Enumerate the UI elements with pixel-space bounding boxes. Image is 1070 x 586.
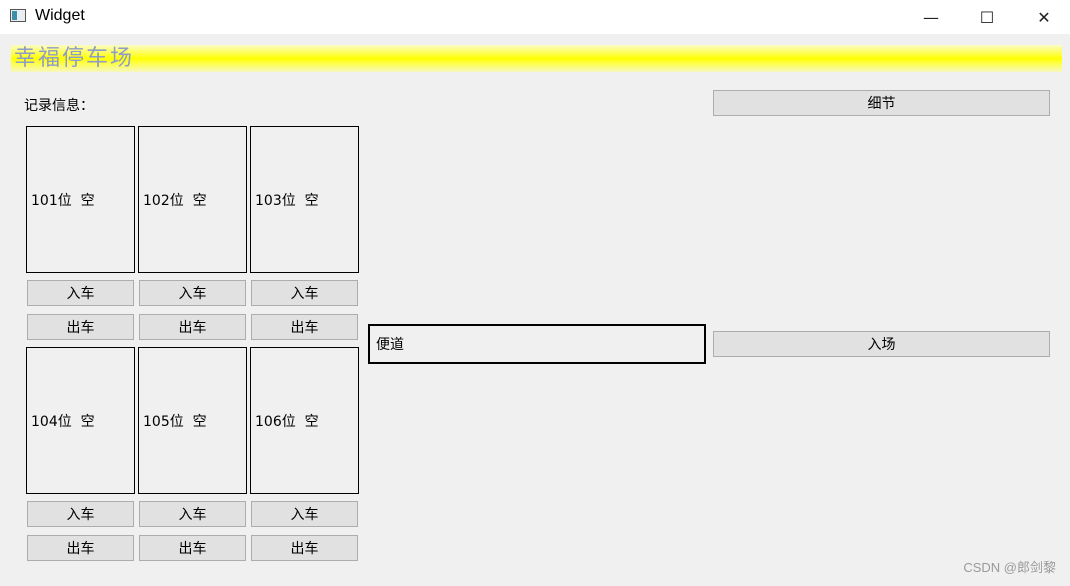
enter-button-103[interactable]: 入车 [251,280,358,306]
close-button[interactable]: ✕ [1037,7,1051,27]
exit-button-105[interactable]: 出车 [139,535,246,561]
parking-slot-101: 101位 空 [26,126,135,273]
exit-button-102[interactable]: 出车 [139,314,246,340]
parking-slot-104: 104位 空 [26,347,135,494]
aisle-lane: 便道 [368,324,706,364]
enter-button-102[interactable]: 入车 [139,280,246,306]
parking-slot-105: 105位 空 [138,347,247,494]
exit-button-104[interactable]: 出车 [27,535,134,561]
parking-slot-102: 102位 空 [138,126,247,273]
parking-slot-103: 103位 空 [250,126,359,273]
enter-button-105[interactable]: 入车 [139,501,246,527]
entry-button[interactable]: 入场 [713,331,1050,357]
minimize-button[interactable]: — [923,7,939,27]
exit-button-106[interactable]: 出车 [251,535,358,561]
parking-slot-106: 106位 空 [250,347,359,494]
exit-button-101[interactable]: 出车 [27,314,134,340]
enter-button-106[interactable]: 入车 [251,501,358,527]
record-info-label: 记录信息： [24,98,94,114]
window-title: Widget [35,7,85,24]
exit-button-103[interactable]: 出车 [251,314,358,340]
app-icon [10,9,26,22]
enter-button-101[interactable]: 入车 [27,280,134,306]
banner-title: 幸福停车场 [14,46,135,71]
watermark: CSDN @郎剑黎 [963,560,1056,575]
title-bar: Widget — ☐ ✕ [0,0,1070,34]
title-banner: 幸福停车场 [11,45,1062,72]
enter-button-104[interactable]: 入车 [27,501,134,527]
maximize-button[interactable]: ☐ [979,7,995,27]
detail-button[interactable]: 细节 [713,90,1050,116]
